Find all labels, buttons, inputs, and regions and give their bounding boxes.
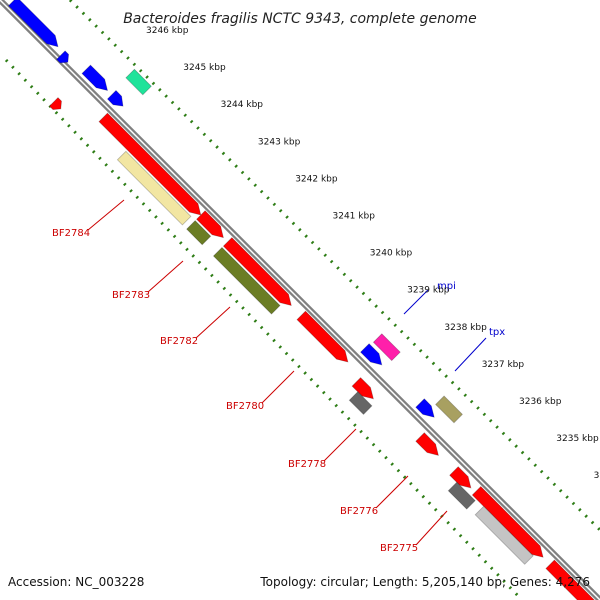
gene-feature-1[interactable] [7, 0, 59, 48]
kbp-label: 3239 kbp [407, 286, 450, 296]
gene-leader-line [195, 306, 231, 339]
gene-feature-16[interactable] [351, 377, 374, 400]
named-gene-label[interactable]: tpx [489, 327, 505, 338]
named-gene-leader [403, 289, 429, 315]
gene-leader-line [415, 510, 448, 546]
kbp-label: 3234 kbp [594, 471, 600, 481]
gene-feature-24[interactable] [474, 505, 534, 565]
gene-label[interactable]: BF2780 [226, 401, 264, 412]
kbp-label: 3235 kbp [556, 434, 599, 444]
kbp-label: 3245 kbp [183, 63, 226, 73]
topology-text: Topology: circular; Length: 5,205,140 bp… [259, 575, 590, 589]
gene-feature-18[interactable] [415, 398, 435, 418]
gene-feature-15[interactable] [372, 333, 401, 362]
gene-leader-line [147, 260, 184, 293]
kbp-label: 3238 kbp [444, 323, 487, 333]
gene-feature-8[interactable] [116, 150, 192, 226]
gene-feature-23[interactable] [471, 485, 544, 558]
map-title: Bacteroides fragilis NCTC 9343, complete… [123, 11, 477, 27]
kbp-scale: 3246 kbp 3245 kbp 3244 kbp 3243 kbp 3242 kbp… [146, 26, 600, 481]
gene-feature-13[interactable] [296, 310, 349, 363]
gene-feature-2[interactable] [56, 50, 70, 64]
kbp-label: 3242 kbp [295, 174, 338, 184]
kbp-label: 3236 kbp [519, 397, 562, 407]
kbp-label: 3243 kbp [258, 137, 301, 147]
tick-line-2 [4, 58, 524, 600]
gene-label[interactable]: BF2783 [112, 290, 150, 301]
gene-feature-7[interactable] [98, 112, 202, 216]
gene-feature-14[interactable] [360, 343, 383, 366]
gene-leader-line [323, 428, 357, 462]
gene-feature-20[interactable] [415, 432, 439, 456]
gene-label[interactable]: BF2782 [160, 336, 198, 347]
kbp-label: 3240 kbp [370, 249, 413, 259]
gene-feature-12[interactable] [212, 246, 281, 315]
kbp-label: 3244 kbp [221, 100, 264, 110]
gene-feature-4[interactable] [106, 89, 124, 107]
accession-text: Accession: NC_003228 [8, 575, 144, 589]
gene-feature-21[interactable] [449, 466, 472, 489]
kbp-label: 3246 kbp [146, 26, 189, 36]
gene-label[interactable]: BF2775 [380, 543, 418, 554]
gene-leader-line [375, 475, 409, 509]
gene-feature-11[interactable] [222, 237, 292, 307]
gene-feature-25[interactable] [545, 559, 600, 600]
gene-label[interactable]: BF2776 [340, 506, 378, 517]
gene-leader-line [87, 199, 125, 231]
gene-feature-10[interactable] [186, 220, 212, 246]
kbp-label: 3241 kbp [333, 212, 376, 222]
gene-feature-19[interactable] [435, 395, 463, 424]
gene-leader-line [261, 370, 295, 404]
gene-feature-6[interactable] [48, 97, 62, 111]
named-gene-leader [454, 337, 487, 372]
gene-feature-3[interactable] [81, 64, 109, 92]
gene-feature-5[interactable] [125, 68, 152, 96]
named-gene-label[interactable]: mpi [437, 281, 456, 292]
gene-features [7, 0, 600, 600]
gene-feature-9[interactable] [196, 210, 224, 239]
gene-label[interactable]: BF2784 [52, 228, 90, 239]
tick-lines [4, 0, 600, 600]
gene-feature-17[interactable] [348, 391, 373, 415]
gene-feature-22[interactable] [447, 481, 476, 510]
kbp-label: 3237 kbp [482, 360, 525, 370]
gene-label[interactable]: BF2778 [288, 459, 326, 470]
label-leaders: BF2784BF2783BF2782BF2780BF2778BF2776BF27… [52, 199, 505, 554]
